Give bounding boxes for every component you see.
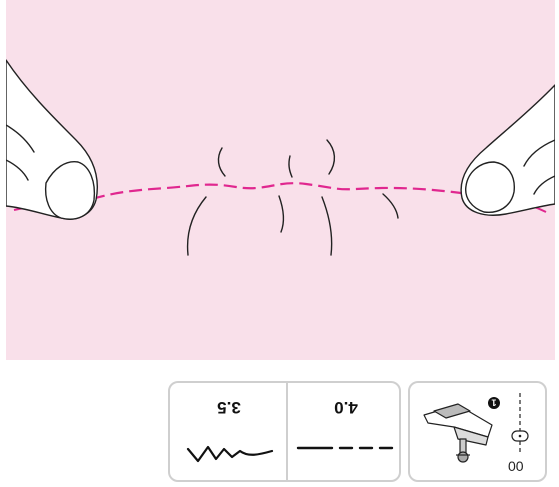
foot-marker-label: 1: [491, 398, 496, 408]
stitch-width-value: 3.5: [199, 397, 259, 417]
zigzag-stitch-icon: [184, 433, 276, 465]
foot-marker-badge: 1: [488, 397, 500, 409]
settings-divider: [286, 383, 288, 480]
presser-foot-panel: 1 00: [408, 381, 547, 482]
stitch-settings-panel: 3.5 4.0: [168, 381, 401, 482]
presser-foot-icon: 1: [418, 393, 504, 473]
stitch-length-value: 4.0: [316, 397, 376, 417]
foot-code-label: 00: [508, 458, 524, 474]
straight-stitch-icon: [294, 441, 398, 455]
needle-position-icon: [508, 391, 532, 455]
stitch-illustration: [6, 0, 555, 360]
